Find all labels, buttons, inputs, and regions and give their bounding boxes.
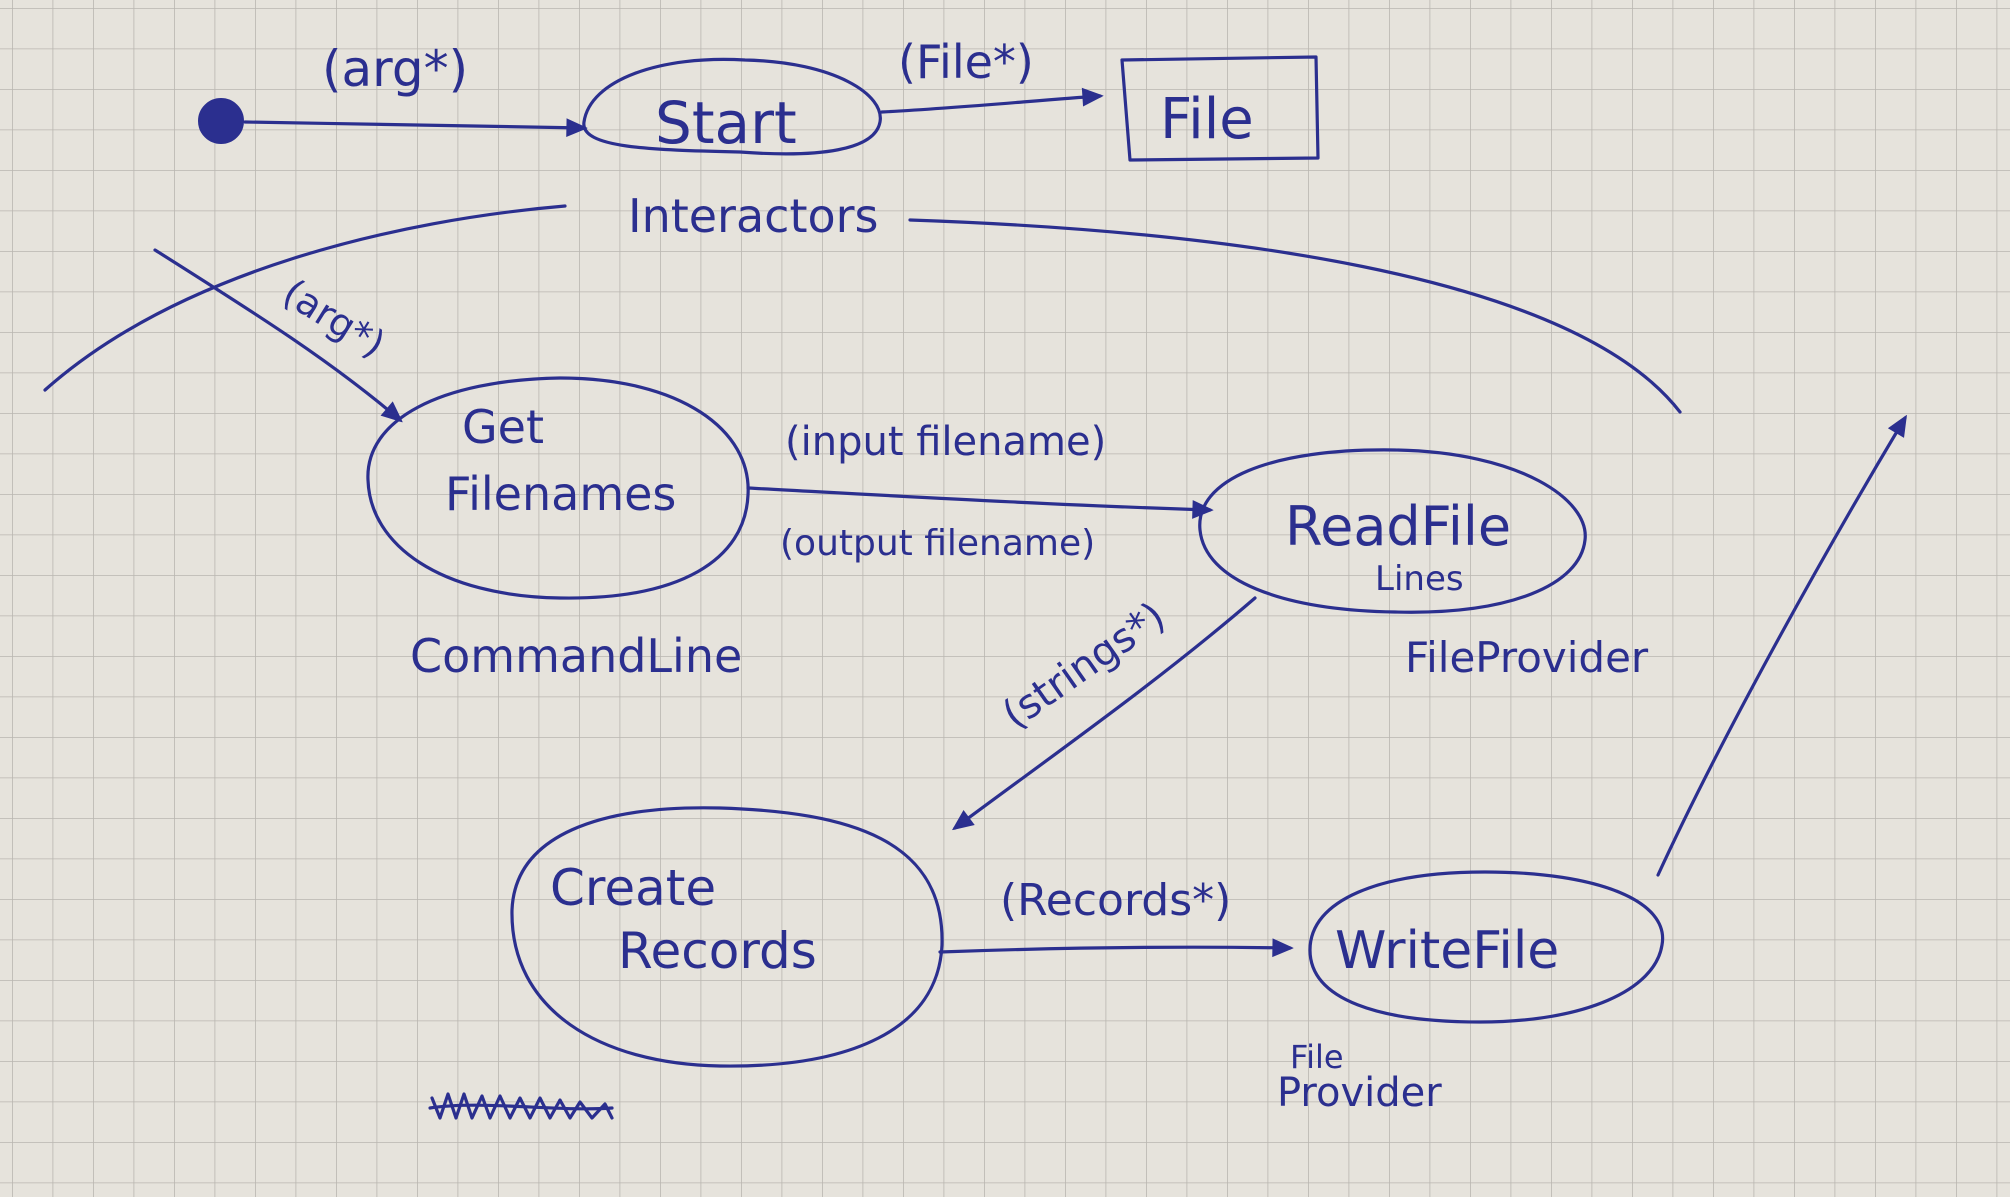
node-writefile-ellipse (1308, 870, 1665, 1024)
node-get-filenames-label-1: Get (462, 400, 544, 454)
label-arg-top: (arg*) (322, 40, 468, 98)
arrow-start-to-file (880, 96, 1100, 114)
label-output-filename: (output filename) (780, 523, 1095, 564)
note-file-provider-1: FileProvider (1405, 633, 1649, 682)
arrow-get-filenames-to-readfile (746, 486, 1210, 510)
label-records: (Records*) (1000, 875, 1231, 926)
interactors-boundary-right (908, 218, 1682, 414)
node-create-records-label-2: Records (618, 922, 817, 980)
arrow-create-records-to-writefile (938, 947, 1290, 952)
node-readfile-label-1: ReadFile (1285, 495, 1511, 558)
node-start-ellipse (582, 57, 882, 156)
initial-state-dot (198, 98, 244, 144)
scribbled-out-note-stroke (428, 1103, 614, 1111)
note-interactors: Interactors (628, 189, 879, 243)
arrow-arg-to-get-filenames (153, 248, 400, 420)
node-readfile-ellipse (1198, 448, 1587, 614)
note-file-provider-2-line1: File (1290, 1038, 1344, 1076)
node-file-box (1120, 55, 1320, 162)
note-command-line: CommandLine (410, 629, 742, 683)
arrow-readfile-to-create-records (955, 596, 1257, 828)
node-writefile-label: WriteFile (1335, 921, 1559, 981)
node-create-records-label-1: Create (550, 859, 716, 917)
arrow-initial-to-start (243, 122, 584, 128)
node-file-label: File (1160, 87, 1254, 152)
node-readfile-label-2: Lines (1375, 559, 1464, 599)
label-input-filename: (input filename) (785, 419, 1106, 465)
node-start-label: Start (655, 89, 797, 157)
interactors-boundary-left (43, 204, 567, 392)
note-file-provider-2-line2: Provider (1277, 1070, 1442, 1116)
label-file-arrow: (File*) (898, 35, 1034, 89)
arrow-writefile-to-interactors (1656, 418, 1905, 877)
node-get-filenames-label-2: Filenames (445, 467, 676, 521)
node-create-records-ellipse (510, 806, 944, 1068)
node-get-filenames-ellipse (366, 376, 750, 600)
scribbled-out-note (430, 1092, 614, 1120)
